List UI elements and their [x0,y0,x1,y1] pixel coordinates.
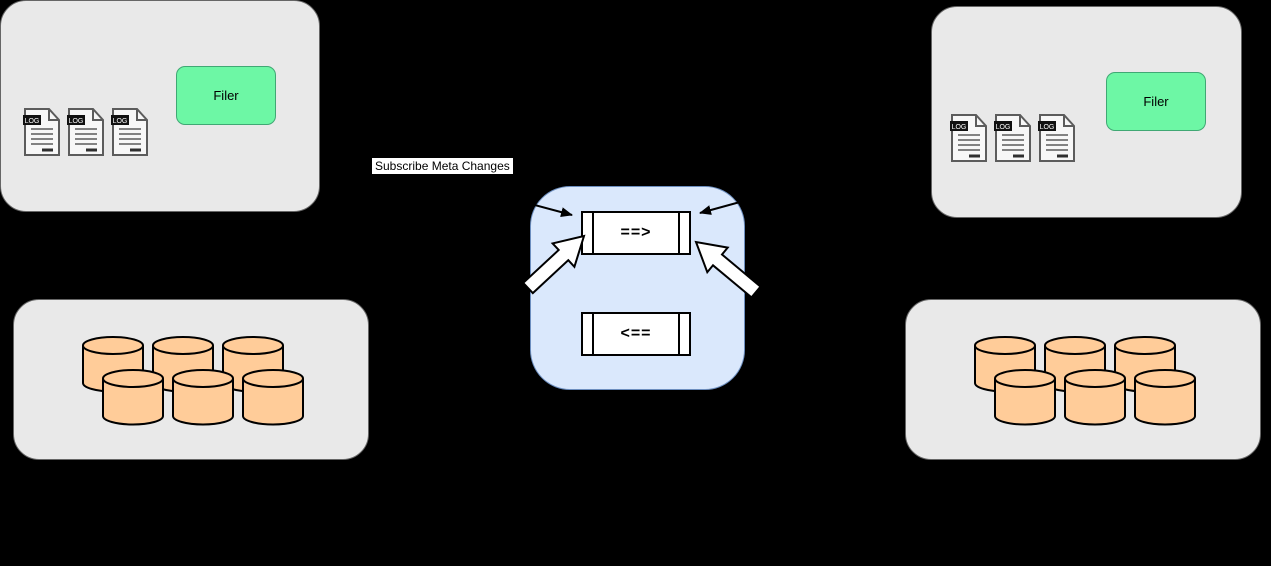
backward-symbol: <== [620,325,652,342]
log-file-icon: LOG [23,108,60,156]
sync-box: ==> <== [530,186,745,390]
filer-node-right: Filer [1106,72,1206,131]
log-badge-text: LOG [1040,124,1055,131]
log-badge-text: LOG [113,118,128,125]
forward-symbol: ==> [620,224,652,241]
log-file-icon: LOG [950,114,987,162]
database-cylinder-icon [1134,369,1196,426]
right-storage-panel [905,299,1261,460]
database-cylinder-icon [242,369,304,426]
subscribe-meta-label: Subscribe Meta Changes [372,158,513,174]
database-cylinder-icon [1064,369,1126,426]
log-file-icon: LOG [111,108,148,156]
right-filer-panel: LOG LOG LOG [931,6,1242,218]
log-file-icon: LOG [994,114,1031,162]
left-storage-panel [13,299,369,460]
filer-node-left: Filer [176,66,276,125]
filer-label: Filer [213,88,239,103]
sync-forward-process: ==> [581,211,691,255]
log-file-icon: LOG [67,108,104,156]
sync-backward-process: <== [581,312,691,356]
database-cylinder-icon [994,369,1056,426]
database-cylinder-icon [172,369,234,426]
log-badge-text: LOG [25,118,40,125]
log-badge-text: LOG [69,118,84,125]
left-log-files-group: LOG LOG LOG [23,107,149,157]
filer-label: Filer [1143,94,1169,109]
left-filer-panel: LOG LOG LOG [0,0,320,212]
right-log-files-group: LOG LOG LOG [950,113,1076,163]
log-badge-text: LOG [996,124,1011,131]
database-cylinder-icon [102,369,164,426]
log-badge-text: LOG [952,124,967,131]
log-file-icon: LOG [1038,114,1075,162]
